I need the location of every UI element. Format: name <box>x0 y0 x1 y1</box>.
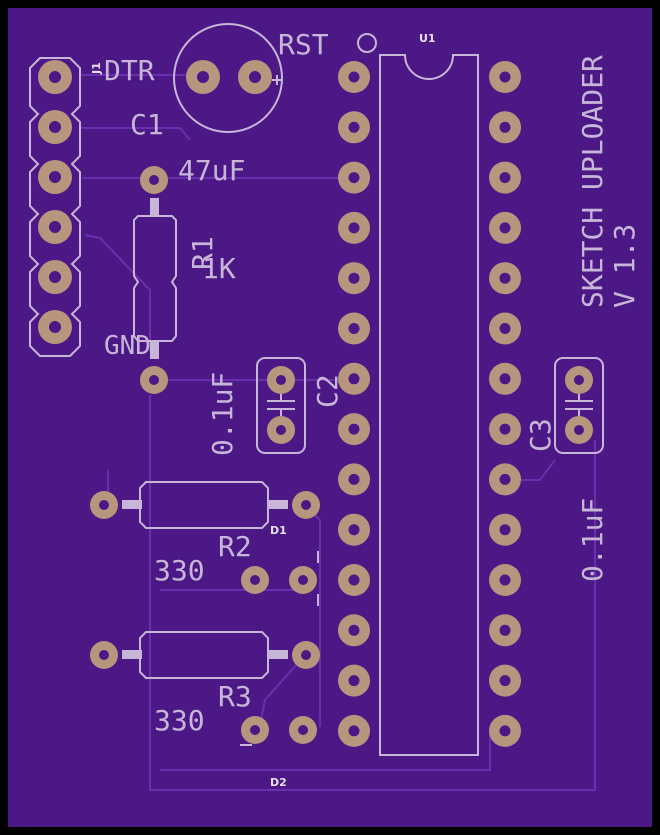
dtr-label: DTR <box>104 54 155 87</box>
chip-pin-hole <box>348 121 360 133</box>
resistor-r3 <box>90 631 320 679</box>
chip-pin-hole <box>499 373 511 385</box>
chip-pin-hole <box>348 373 360 385</box>
rst-via <box>357 33 377 53</box>
chip-pin-hole <box>348 323 360 334</box>
chip-pin-hole <box>499 71 511 83</box>
c2-value-label: 0.1uF <box>206 372 239 456</box>
chip-pin-hole <box>499 675 511 687</box>
chip-pin-hole <box>348 624 360 636</box>
chip-pin-hole <box>348 725 360 737</box>
chip-pin-hole <box>499 121 511 133</box>
chip-pin-hole <box>499 423 511 435</box>
r2-value-label: 330 <box>154 554 205 587</box>
chip-pin-hole <box>348 172 360 184</box>
c1-ref-label: C1 <box>130 108 164 141</box>
board-substrate <box>8 8 652 827</box>
chip-pin-hole <box>348 423 360 435</box>
chip-pin-hole <box>499 725 511 737</box>
chip-pin-hole <box>348 473 360 485</box>
header-ref-label: J1 <box>90 62 103 75</box>
resistor-r2 <box>90 481 320 529</box>
rst-label: RST <box>278 28 329 61</box>
chip-pin-hole <box>499 624 511 636</box>
c3-value-label: 0.1uF <box>576 498 609 582</box>
chip-pin-hole <box>499 574 511 586</box>
led-d2 <box>240 716 317 746</box>
c3-ref-label: C3 <box>524 418 557 452</box>
resistor-r1 <box>133 166 177 394</box>
led-d1 <box>241 551 319 606</box>
c1-value-label: 47uF <box>178 154 245 187</box>
chip-pin-hole <box>499 222 511 234</box>
chip-pin-hole <box>348 222 360 234</box>
header-j1: J1 <box>29 57 103 357</box>
chip-pin-hole <box>499 323 511 334</box>
chip-pin-hole <box>499 172 511 184</box>
chip-u1 <box>379 54 479 756</box>
r1-ref-label: R1 <box>186 236 219 270</box>
capacitor-c1 <box>173 23 283 133</box>
board-version: V 1.3 <box>608 224 641 308</box>
chip-pin-hole <box>348 524 360 536</box>
chip-pin-hole <box>348 272 360 284</box>
capacitor-c2 <box>256 357 306 454</box>
d2-ref-label: D2 <box>270 776 287 789</box>
chip-pin-hole <box>499 524 511 536</box>
r3-value-label: 330 <box>154 704 205 737</box>
c2-ref-label: C2 <box>311 374 344 408</box>
chip-pin-hole <box>348 675 360 687</box>
chip-pins <box>338 61 521 747</box>
copper-traces <box>80 74 596 791</box>
chip-pin-hole <box>499 272 511 284</box>
chip-pin-hole <box>348 574 360 586</box>
chip-ref-label: U1 <box>419 32 436 45</box>
chip-pin-hole <box>348 71 360 83</box>
r3-ref-label: R3 <box>218 680 252 713</box>
header-pins <box>38 60 72 344</box>
gnd-label: GND <box>104 331 151 361</box>
chip-pin-hole <box>499 473 511 485</box>
d1-ref-label: D1 <box>270 524 287 537</box>
capacitor-c3 <box>554 357 604 454</box>
r1-value-label: 1K <box>202 252 236 285</box>
r2-ref-label: R2 <box>218 530 252 563</box>
board-title: SKETCH UPLOADER <box>576 55 609 308</box>
